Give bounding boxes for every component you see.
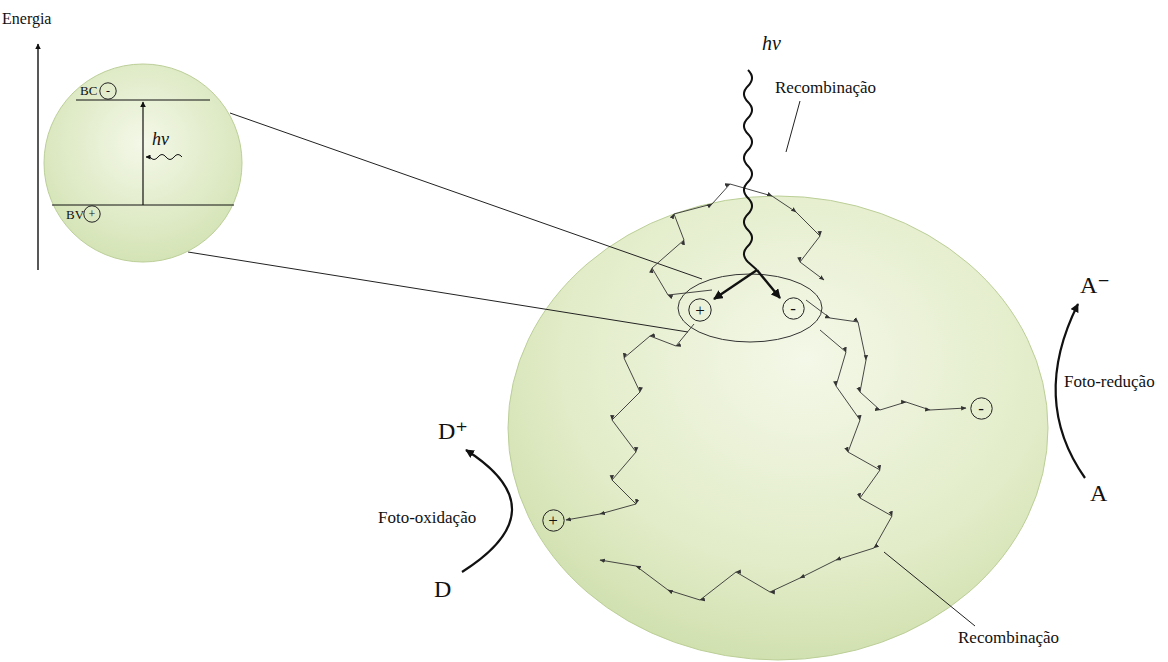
label-leader — [884, 552, 975, 626]
zoom-leader — [230, 113, 702, 279]
random-walk — [566, 184, 966, 600]
inset-circle — [43, 63, 243, 263]
process-label: Recombinação — [775, 78, 876, 98]
species-label: D⁺ — [438, 418, 468, 446]
excitation-arrow — [757, 270, 780, 298]
charge-circle: - — [782, 297, 805, 320]
process-label: Foto-redução — [1064, 372, 1155, 392]
charge-sign: - — [782, 297, 805, 320]
electron-hole-pair-ring — [678, 274, 822, 342]
energy-axis — [37, 44, 38, 270]
photon-label: hν — [152, 129, 169, 150]
species-label: A⁻ — [1080, 272, 1110, 300]
charge-sign: + — [83, 205, 101, 223]
species-label: A — [1090, 480, 1107, 508]
charge-circle: + — [542, 509, 565, 532]
charge-sign: + — [688, 298, 712, 322]
charge-sign: + — [542, 509, 565, 532]
band-label: BV — [66, 208, 84, 223]
label-leader — [786, 101, 800, 152]
band-diagram-inset: BC BV hν - + — [43, 63, 243, 263]
species-label: D — [434, 576, 451, 604]
charge-circle: + — [83, 205, 101, 223]
charge-circle: - — [970, 397, 993, 420]
semiconductor-particle — [508, 196, 1048, 660]
excitation-arrow — [714, 270, 757, 299]
zoom-leader — [188, 252, 688, 332]
band-label: BC — [80, 84, 97, 99]
process-label: Recombinação — [958, 628, 1059, 648]
charge-sign: - — [970, 397, 993, 420]
photon-wave — [744, 70, 757, 270]
process-label: Foto-oxidação — [378, 508, 476, 528]
charge-sign: - — [99, 82, 117, 100]
photon-label: hν — [762, 32, 781, 55]
charge-circle: - — [99, 82, 117, 100]
charge-circle: + — [688, 298, 712, 322]
axis-title: Energia — [2, 10, 51, 28]
